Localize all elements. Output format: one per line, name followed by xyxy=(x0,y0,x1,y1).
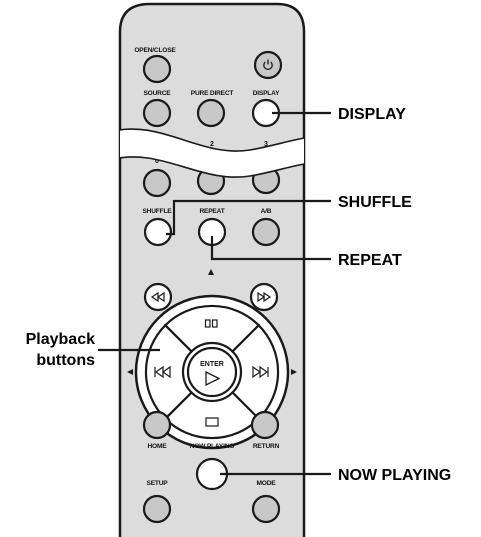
shuffle-label: SHUFFLE xyxy=(142,208,172,215)
open-close-button[interactable] xyxy=(142,54,172,84)
pure-direct-button[interactable] xyxy=(196,98,226,128)
repeat-label: REPEAT xyxy=(199,208,224,215)
arrow-right-icon xyxy=(291,369,297,375)
shuffle-leader-line xyxy=(166,199,331,236)
enter-label: ENTER xyxy=(200,361,224,368)
display-callout: DISPLAY xyxy=(338,106,406,123)
number-2-label: 2 xyxy=(210,141,214,148)
power-button[interactable] xyxy=(253,50,283,80)
home-label: HOME xyxy=(148,443,168,450)
break-line-top xyxy=(120,128,304,152)
previous-track-button[interactable] xyxy=(144,323,194,421)
display-label: DISPLAY xyxy=(253,90,280,97)
setup-button[interactable] xyxy=(142,494,172,524)
arrow-left-icon xyxy=(127,369,133,375)
fast-reverse-icon xyxy=(150,291,165,303)
ab-label: A/B xyxy=(261,208,272,215)
stop-icon xyxy=(205,417,219,427)
fast-forward-icon xyxy=(257,291,272,303)
playback-callout-line2: buttons xyxy=(36,352,95,369)
ab-button[interactable] xyxy=(251,217,281,247)
break-band xyxy=(120,129,304,178)
pure-direct-label: PURE DIRECT xyxy=(191,90,234,97)
remote-body xyxy=(118,2,306,537)
pause-button[interactable] xyxy=(163,304,261,354)
shuffle-callout: SHUFFLE xyxy=(338,194,412,211)
number-0-button[interactable] xyxy=(142,168,172,198)
return-label: RETURN xyxy=(253,443,280,450)
break-line-bottom xyxy=(120,156,304,178)
skip-back-icon xyxy=(154,365,171,379)
open-close-label: OPEN/CLOSE xyxy=(134,47,176,54)
number-3-label: 3 xyxy=(264,141,268,148)
now-playing-label: NOW PLAYING xyxy=(190,443,235,450)
source-label: SOURCE xyxy=(143,90,171,97)
skip-forward-icon xyxy=(252,365,269,379)
arrow-up-icon xyxy=(208,269,214,275)
shuffle-button[interactable] xyxy=(143,217,173,247)
repeat-leader-line xyxy=(210,236,331,261)
home-button[interactable] xyxy=(142,410,172,440)
now-playing-callout: NOW PLAYING xyxy=(338,467,451,484)
power-icon xyxy=(263,59,273,70)
return-button[interactable] xyxy=(250,410,280,440)
play-icon xyxy=(205,370,221,387)
setup-label: SETUP xyxy=(147,480,169,487)
pause-icon xyxy=(204,319,218,328)
playback-dpad xyxy=(134,294,290,450)
enter-play-button[interactable] xyxy=(186,346,238,398)
playback-callout-line1: Playback xyxy=(26,331,95,348)
mode-label: MODE xyxy=(257,480,277,487)
mode-button[interactable] xyxy=(251,494,281,524)
repeat-callout: REPEAT xyxy=(338,252,402,269)
source-button[interactable] xyxy=(142,98,172,128)
number-0-label: 0 xyxy=(155,158,159,165)
